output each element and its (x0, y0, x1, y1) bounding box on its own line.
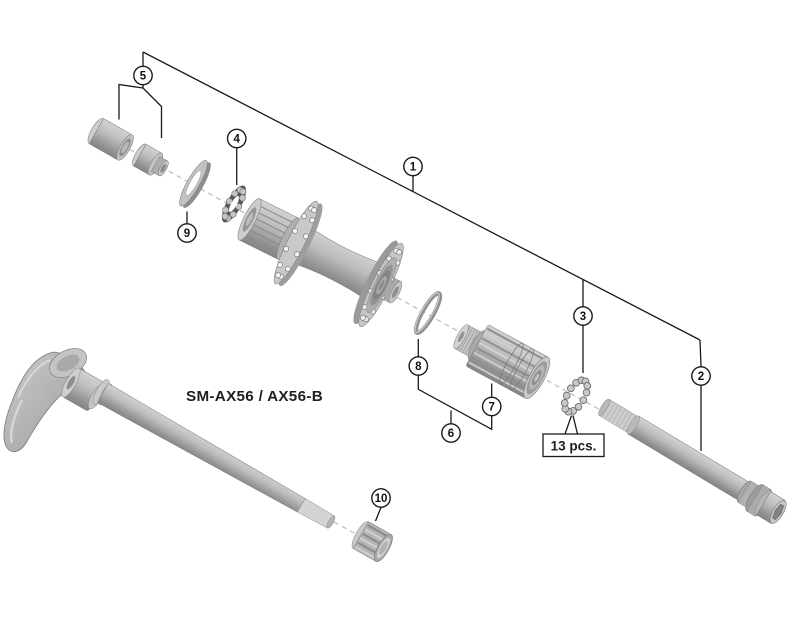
pieces-count-box: 13 pcs. (542, 433, 605, 458)
svg-text:5: 5 (140, 71, 147, 83)
spacer (87, 117, 134, 161)
callout-7: 7 (481, 396, 502, 417)
skewer-rod (92, 379, 336, 529)
svg-text:8: 8 (415, 361, 422, 373)
lock-nut (132, 143, 169, 177)
steel-balls-ring (560, 376, 592, 416)
adjust-nut (351, 521, 393, 562)
leader-line-10 (374, 507, 382, 522)
thru-axle (598, 398, 787, 524)
leader-line-1 (142, 51, 701, 341)
callout-10: 10 (371, 488, 391, 508)
leader-line-5 (118, 83, 163, 138)
rotor-spline-ridges (243, 204, 295, 253)
callout-2: 2 (691, 366, 711, 386)
o-ring (413, 291, 443, 335)
svg-text:9: 9 (184, 228, 190, 240)
seal-washer (179, 159, 211, 208)
hex-socket (772, 503, 785, 521)
callout-8: 8 (408, 356, 429, 376)
svg-text:1: 1 (410, 162, 417, 174)
svg-text:2: 2 (698, 371, 704, 383)
callout-5: 5 (133, 65, 153, 86)
leader-line-13pcs (564, 415, 579, 435)
callout-9: 9 (177, 223, 197, 243)
pieces-count-text: 13 pcs. (551, 439, 597, 454)
skewer-axis-line (333, 521, 359, 536)
svg-text:7: 7 (488, 402, 494, 414)
right-spoke-flange (353, 240, 404, 328)
callout-6: 6 (441, 423, 461, 443)
hub-shell (237, 198, 404, 328)
leader-line-2 (699, 339, 702, 451)
callout-1: 1 (403, 156, 423, 177)
callout-3: 3 (573, 306, 593, 326)
left-spoke-flange (273, 200, 323, 287)
svg-text:4: 4 (233, 134, 240, 146)
model-label: SM-AX56 / AX56-B (186, 388, 323, 405)
svg-text:6: 6 (448, 428, 454, 440)
freehub-body (453, 324, 551, 399)
callout-4: 4 (226, 128, 247, 149)
bearing-retainer (221, 185, 247, 223)
freehub-splines (468, 327, 546, 395)
svg-text:3: 3 (580, 311, 586, 323)
svg-text:10: 10 (375, 493, 388, 505)
quick-release-lever (3, 348, 88, 453)
